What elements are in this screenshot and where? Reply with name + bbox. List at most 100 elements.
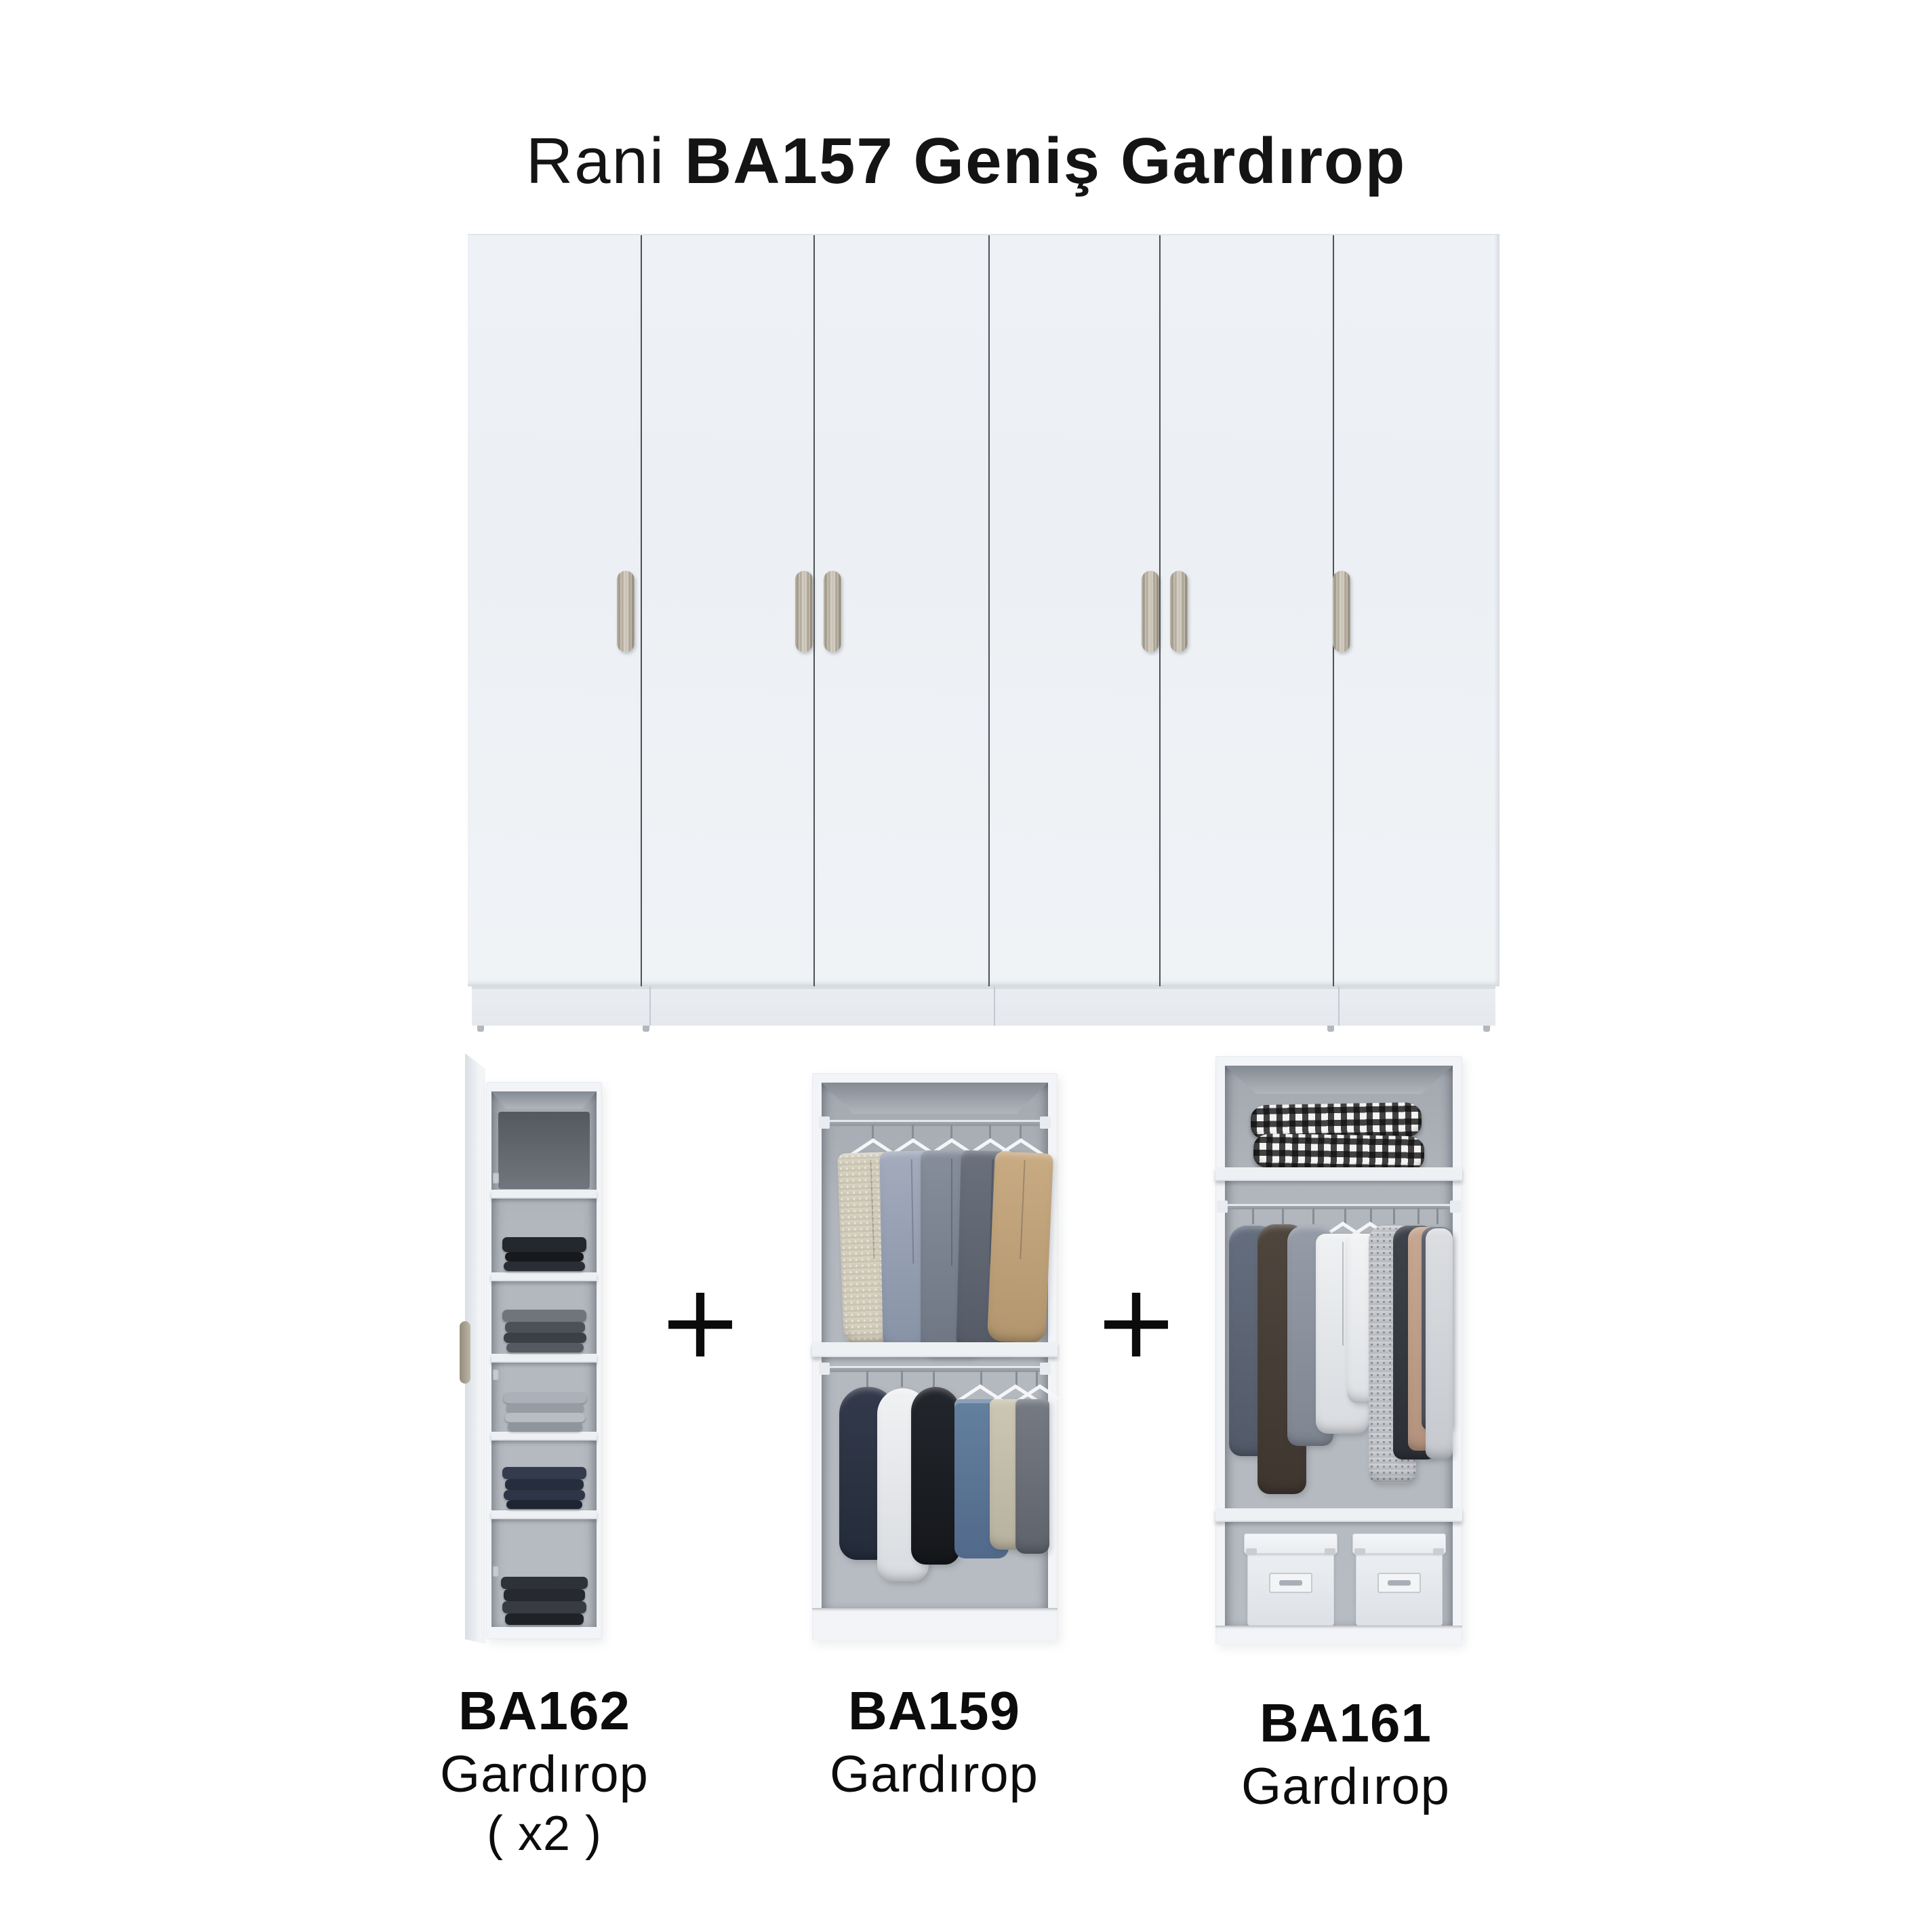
door-handle [1333, 571, 1350, 652]
hanger-hook [1393, 1208, 1395, 1224]
hanger-hook [980, 1371, 982, 1387]
shelf [491, 1272, 597, 1281]
folded-stack [502, 1237, 586, 1252]
box-handle-slot [1388, 1580, 1411, 1586]
hanger-hook [1282, 1208, 1284, 1224]
wardrobe-foot [1483, 1026, 1490, 1032]
box-clamp [1246, 1548, 1257, 1555]
hanger-hook [989, 1125, 991, 1141]
hanger-hook [866, 1371, 868, 1387]
folded-stack [506, 1500, 582, 1509]
component-qty-ba162: ( x2 ) [486, 1807, 602, 1861]
hanger-hook [1344, 1208, 1346, 1224]
folded-stack [506, 1403, 584, 1413]
box-clamp [1354, 1548, 1365, 1555]
storage-bin [498, 1112, 590, 1189]
title-model: BA157 Geniş Gardırop [684, 125, 1407, 197]
box-clamp [1325, 1548, 1335, 1555]
component-code-ba161: BA161 [1259, 1693, 1432, 1753]
middle-shelf [812, 1342, 1058, 1357]
hanging-garment [986, 1151, 1054, 1344]
hanger-hook [912, 1125, 914, 1141]
folded-stack [505, 1252, 584, 1262]
component-type-ba159: Gardırop [830, 1746, 1039, 1803]
component-code-ba162: BA162 [458, 1681, 631, 1741]
folded-stack [502, 1467, 586, 1479]
door-handle [824, 571, 841, 652]
folded-stack [502, 1310, 586, 1322]
wardrobe-foot [643, 1026, 649, 1032]
wardrobe-plinth [472, 986, 1495, 1026]
door-handle [617, 571, 635, 652]
title-brand: Rani [525, 125, 666, 197]
plinth-seam [1338, 986, 1340, 1026]
storage-box-lid [1352, 1533, 1446, 1554]
box-label-plate [1269, 1573, 1312, 1593]
plus-icon: + [658, 1263, 743, 1381]
interior-ceiling [491, 1091, 597, 1109]
hanger-hook [1312, 1208, 1314, 1224]
hanger-hook [933, 1371, 935, 1387]
door-handle [1142, 571, 1159, 652]
hanging-rail [819, 1116, 1051, 1129]
door-handle [795, 571, 813, 652]
folded-stack [504, 1490, 585, 1500]
storage-box [1244, 1533, 1337, 1626]
box-handle-slot [1279, 1580, 1302, 1586]
interior-ceiling [1225, 1066, 1453, 1094]
wardrobe-door [815, 235, 990, 986]
component-ba159-open [812, 1073, 1064, 1641]
wardrobe-door [468, 235, 642, 986]
folded-stack [505, 1613, 584, 1625]
hanger-hook [1015, 1371, 1018, 1387]
hanging-garment [911, 1387, 960, 1565]
page-title: Rani BA157 Geniş Gardırop [0, 123, 1932, 199]
plus-icon: + [1093, 1263, 1179, 1381]
folded-garment [1015, 1399, 1049, 1554]
hanger-hook [1036, 1371, 1038, 1387]
storage-box [1352, 1533, 1446, 1626]
wardrobe-side-edge [1494, 234, 1500, 986]
unit-base [1215, 1626, 1462, 1644]
storage-box-lid [1244, 1533, 1337, 1554]
hanger-hook [1436, 1208, 1438, 1224]
folded-stack [504, 1333, 586, 1343]
shelf [491, 1354, 597, 1363]
folded-stack [502, 1601, 586, 1613]
top-shelf [1215, 1167, 1462, 1181]
folded-stack [505, 1479, 584, 1490]
hinge [493, 1369, 499, 1380]
folded-plaid-duvet [1253, 1133, 1425, 1172]
folded-stack [501, 1577, 588, 1589]
hinge [493, 1566, 499, 1577]
wardrobe-foot [477, 1026, 484, 1032]
folded-stack [504, 1392, 586, 1403]
component-type-ba161: Gardırop [1241, 1758, 1450, 1815]
component-ba162-open [460, 1047, 609, 1651]
interior-ceiling [822, 1083, 1048, 1114]
door-handle [1170, 571, 1188, 652]
folded-stack [504, 1262, 585, 1271]
door-handle [460, 1321, 470, 1384]
shelf [491, 1432, 597, 1441]
unit-base [812, 1608, 1058, 1641]
hinge [493, 1173, 499, 1184]
component-type-ba162: Gardırop [440, 1746, 649, 1803]
wardrobe-door [1161, 235, 1334, 986]
folded-stack [506, 1343, 584, 1352]
plinth-seam [994, 986, 995, 1026]
hanger-hook [1252, 1208, 1254, 1224]
hanger-hook [901, 1371, 903, 1387]
folded-stack [508, 1422, 582, 1431]
component-ba161-open [1215, 1056, 1462, 1644]
wardrobe-door [990, 235, 1161, 986]
plinth-seam [649, 986, 651, 1026]
folded-stack [505, 1322, 585, 1333]
hanger-hook [1020, 1125, 1022, 1141]
wardrobe-doors [468, 234, 1500, 986]
main-wardrobe-front [468, 234, 1500, 1264]
wardrobe-door [1334, 235, 1500, 986]
bottom-shelf [1215, 1508, 1462, 1522]
unit-interior [491, 1091, 597, 1627]
